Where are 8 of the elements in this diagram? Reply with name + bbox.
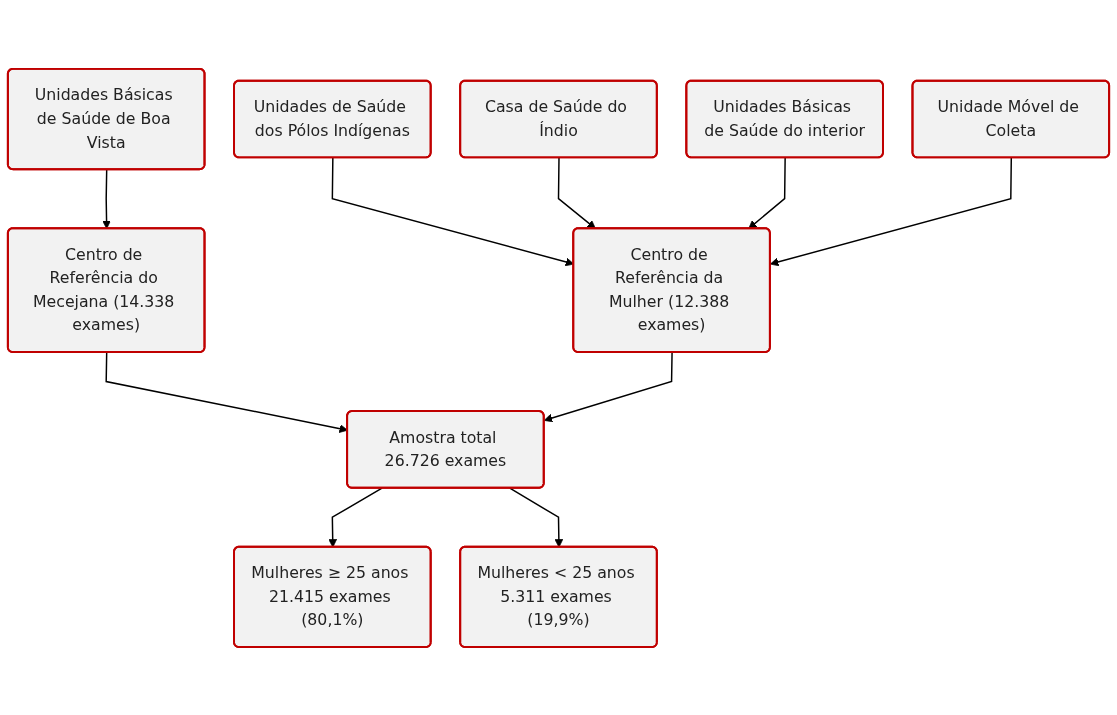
arrow [557, 156, 596, 229]
arrow [748, 156, 786, 229]
arrow [509, 487, 564, 548]
arrow [102, 168, 111, 229]
arrow [105, 351, 348, 433]
arrow [543, 351, 673, 422]
arrow [770, 156, 1013, 266]
arrow [328, 487, 383, 548]
